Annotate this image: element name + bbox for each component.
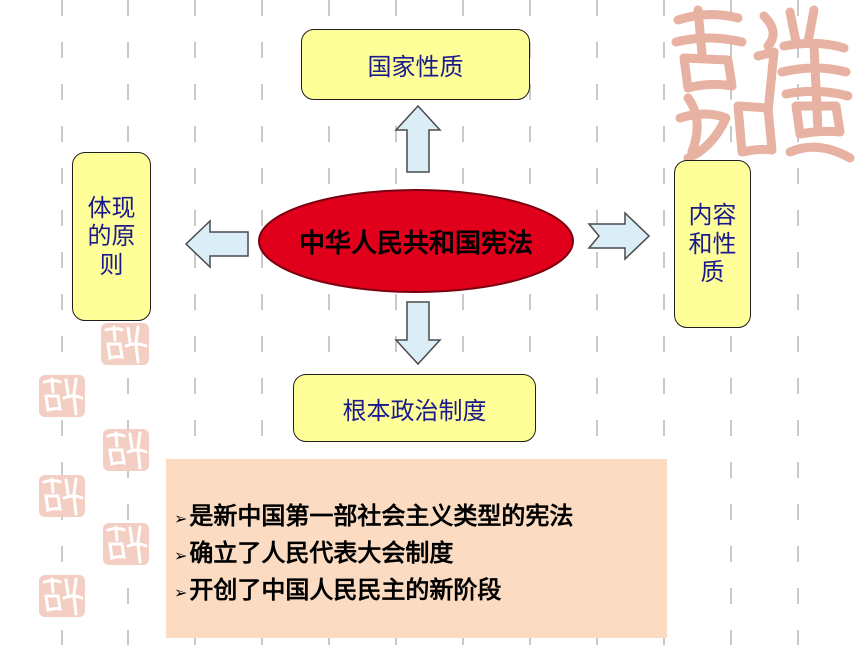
principles-box: 体现的原则 <box>72 152 151 321</box>
note-text: 是新中国第一部社会主义类型的宪法 <box>189 502 574 530</box>
bullet-arrow-icon: ➢ <box>174 509 188 528</box>
national-nature-box: 国家性质 <box>301 29 530 100</box>
political-system-box: 根本政治制度 <box>293 374 536 442</box>
bullet-arrow-icon: ➢ <box>174 546 188 565</box>
arrow-right-icon <box>587 211 651 261</box>
auspicious-seal-icon <box>39 475 85 517</box>
note-text: 确立了人民代表大会制度 <box>189 539 454 567</box>
note-text: 开创了中国人民民主的新阶段 <box>189 576 502 604</box>
auspicious-seal-icon <box>103 523 149 565</box>
auspicious-seal-icon <box>39 375 85 417</box>
note-item: ➢确立了人民代表大会制度 <box>174 536 667 573</box>
national-nature-label: 国家性质 <box>367 53 464 81</box>
bullet-arrow-icon: ➢ <box>174 583 188 602</box>
arrow-down-icon <box>394 301 442 366</box>
note-item: ➢是新中国第一部社会主义类型的宪法 <box>174 499 667 536</box>
auspicious-seal-icon <box>671 5 855 163</box>
auspicious-seal-icon <box>39 575 85 617</box>
note-item: ➢开创了中国人民民主的新阶段 <box>174 573 667 610</box>
auspicious-seal-icon <box>101 323 149 365</box>
content-nature-box: 内容和性质 <box>674 160 751 328</box>
arrow-up-icon <box>394 104 442 173</box>
principles-label: 体现的原则 <box>87 193 136 279</box>
significance-notes: ➢是新中国第一部社会主义类型的宪法 ➢确立了人民代表大会制度 ➢开创了中国人民民… <box>166 459 667 638</box>
political-system-label: 根本政治制度 <box>342 396 487 425</box>
arrow-left-icon <box>184 219 249 269</box>
constitution-title: 中华人民共和国宪法 <box>298 228 533 259</box>
constitution-ellipse <box>258 189 574 293</box>
content-nature-label: 内容和性质 <box>688 201 737 287</box>
auspicious-seal-icon <box>103 429 149 471</box>
